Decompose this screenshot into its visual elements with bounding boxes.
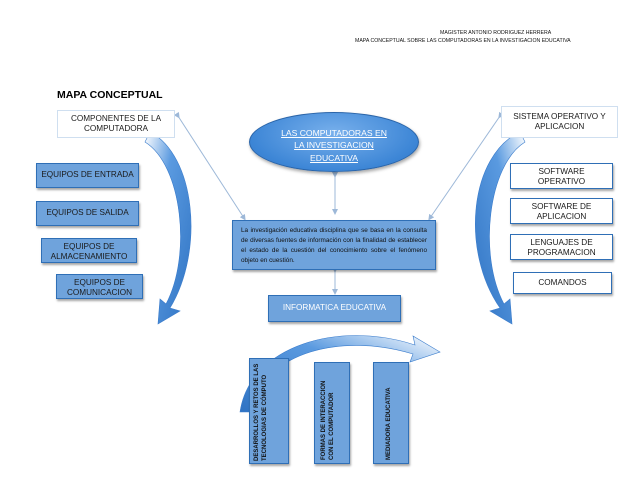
left-item-almacenamiento-label: EQUIPOS DE ALMACENAMIENTO xyxy=(50,242,128,262)
connector-left xyxy=(173,111,246,221)
right-item-software-operativo: SOFTWARE OPERATIVO xyxy=(510,163,613,189)
bottom-item-formas-label: FORMAS DE INTERACCION CON EL COMPUTADOR xyxy=(321,380,335,460)
left-curved-arrow xyxy=(144,131,192,325)
header-subtitle: MAPA CONCEPTUAL SOBRE LAS COMPUTADORAS E… xyxy=(355,38,571,44)
left-item-comunicacion-label: EQUIPOS DE COMUNICACION xyxy=(66,278,133,298)
central-topic-label: LAS COMPUTADORAS EN LA INVESTIGACION EDU… xyxy=(281,128,387,163)
right-item-lenguajes: LENGUAJES DE PROGRAMACION xyxy=(510,234,613,260)
left-item-almacenamiento: EQUIPOS DE ALMACENAMIENTO xyxy=(41,238,137,263)
right-curved-arrow xyxy=(475,131,526,325)
right-heading-box: SISTEMA OPERATIVO Y APLICACION xyxy=(501,106,618,138)
left-item-entrada-label: EQUIPOS DE ENTRADA xyxy=(41,170,134,180)
description-box: La investigación educativa disciplina qu… xyxy=(232,220,436,270)
right-item-comandos-label: COMANDOS xyxy=(538,277,587,287)
right-item-software-operativo-label: SOFTWARE OPERATIVO xyxy=(537,167,586,187)
bottom-item-mediadora: MEDIADORA EDUCATIVA xyxy=(373,362,409,464)
bottom-heading-box: INFORMATICA EDUCATIVA xyxy=(268,295,401,322)
left-item-entrada: EQUIPOS DE ENTRADA xyxy=(36,163,139,188)
bottom-item-mediadora-label: MEDIADORA EDUCATIVA xyxy=(386,387,392,460)
right-item-lenguajes-label: LENGUAJES DE PROGRAMACION xyxy=(527,238,596,258)
map-title: MAPA CONCEPTUAL xyxy=(57,89,163,101)
left-item-comunicacion: EQUIPOS DE COMUNICACION xyxy=(56,274,143,299)
connector-right xyxy=(428,111,505,221)
left-heading-label: COMPONENTES DE LA COMPUTADORA xyxy=(70,113,162,133)
right-item-comandos: COMANDOS xyxy=(513,272,612,294)
left-item-salida-label: EQUIPOS DE SALIDA xyxy=(46,208,129,218)
left-heading-box: COMPONENTES DE LA COMPUTADORA xyxy=(57,110,175,138)
central-topic-oval: LAS COMPUTADORAS EN LA INVESTIGACION EDU… xyxy=(249,112,419,172)
header-author: MAGISTER ANTONIO RODRIGUEZ HERRERA xyxy=(440,30,552,36)
right-item-software-aplicacion: SOFTWARE DE APLICACION xyxy=(510,198,613,224)
left-item-salida: EQUIPOS DE SALIDA xyxy=(36,201,139,226)
description-text: La investigación educativa disciplina qu… xyxy=(241,227,427,264)
right-item-software-aplicacion-label: SOFTWARE DE APLICACION xyxy=(531,202,592,222)
bottom-item-desarrollos: DESARROLLOS Y RETOS DE LAS TECNOLOGIAS D… xyxy=(249,358,289,464)
right-heading-label: SISTEMA OPERATIVO Y APLICACION xyxy=(513,111,606,131)
bottom-item-formas: FORMAS DE INTERACCION CON EL COMPUTADOR xyxy=(314,362,350,464)
bottom-heading-label: INFORMATICA EDUCATIVA xyxy=(282,303,387,313)
bottom-item-desarrollos-label: DESARROLLOS Y RETOS DE LAS TECNOLOGIAS D… xyxy=(254,363,268,461)
